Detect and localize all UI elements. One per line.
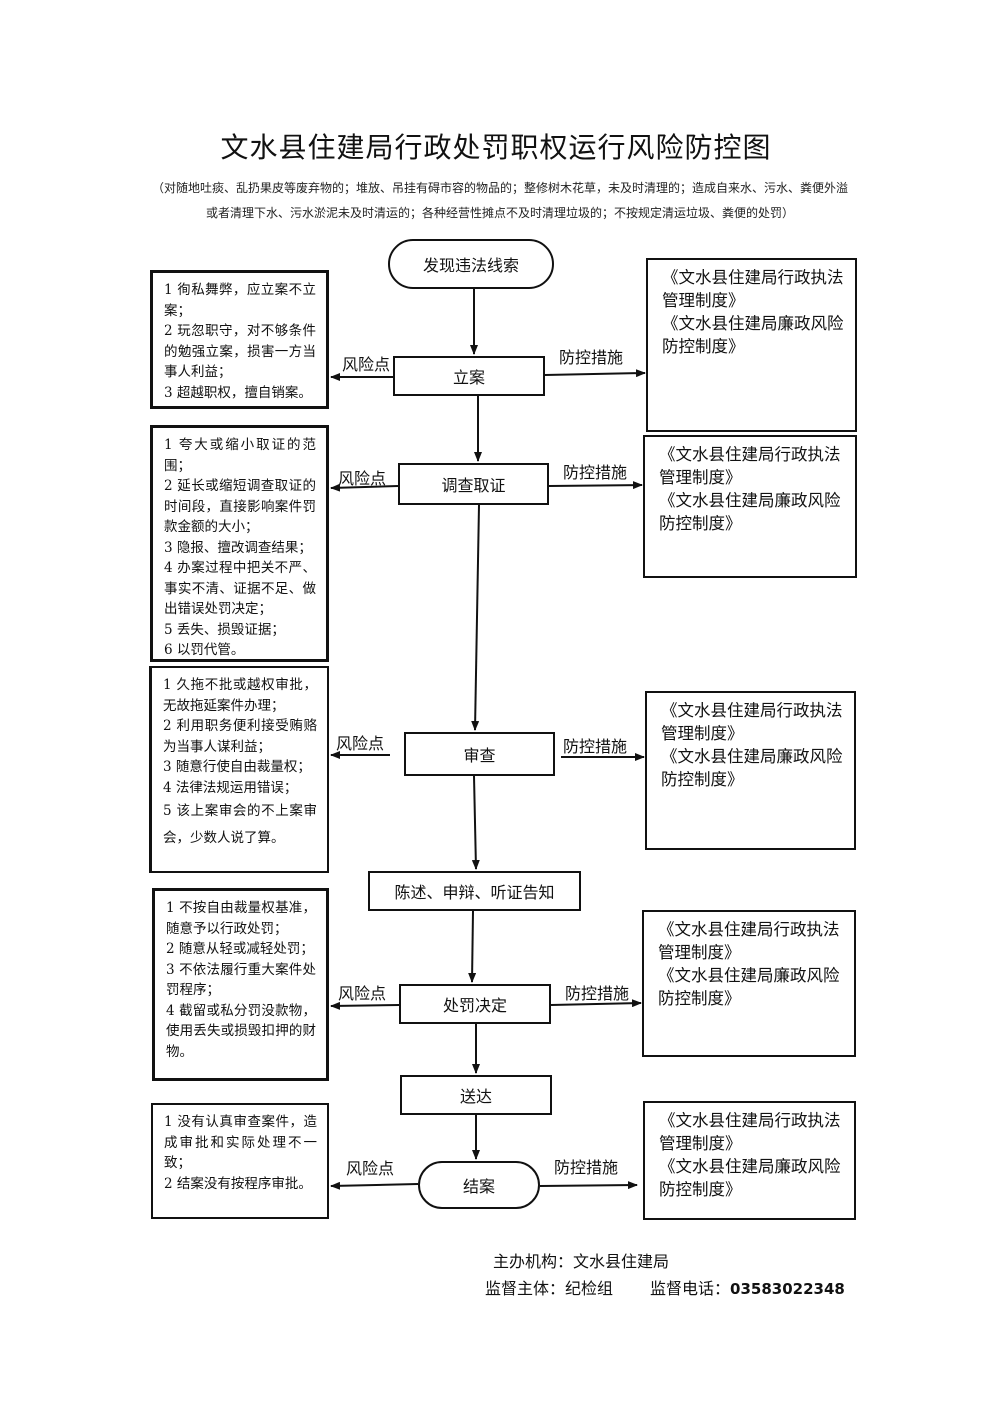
measure-box-chufa: 《文水县住建局行政执法管理制度》 《文水县住建局廉政风险防控制度》	[642, 910, 856, 1057]
flow-step-lian: 立案	[393, 356, 545, 396]
flow-end-node: 结案	[418, 1161, 540, 1209]
risk-label-diaocha: 风险点	[338, 469, 387, 488]
risk-box-shencha: 1 久拖不批或越权审批，无故拖延案件办理； 2 利用职务便利接受贿赂为当事人谋利…	[149, 666, 329, 873]
footer-phone-number: 03583022348	[730, 1280, 845, 1298]
measure-label-jiean: 防控措施	[554, 1158, 619, 1177]
footer-phone: 监督电话：03583022348	[650, 1275, 845, 1299]
risk-item: 1 夸大或缩小取证的范围；	[164, 437, 316, 474]
measure-line-2: 《文水县住建局廉政风险防控制度》	[658, 966, 840, 1008]
measure-line-2: 《文水县住建局廉政风险防控制度》	[659, 1157, 841, 1199]
risk-item: 2 随意从轻或减轻处罚；	[166, 941, 314, 957]
flow-step-chenshu: 陈述、申辩、听证告知	[368, 871, 581, 911]
risk-item: 3 超越职权，擅自销案。	[164, 384, 312, 401]
page-subtitle: （对随地吐痰、乱扔果皮等废弃物的；堆放、吊挂有碍市容的物品的；整修树木花草，未及…	[151, 181, 848, 220]
risk-label-shencha: 风险点	[336, 734, 385, 753]
measure-line-1: 《文水县住建局行政执法管理制度》	[659, 1111, 841, 1153]
measure-line-2: 《文水县住建局廉政风险防控制度》	[662, 314, 844, 356]
arrow-chenshu-to-chufa	[468, 910, 477, 983]
arrow-measure-jiean	[539, 1181, 638, 1190]
measure-line-1: 《文水县住建局行政执法管理制度》	[661, 701, 843, 743]
arrow-diaocha-to-shencha	[471, 504, 480, 731]
arrow-measure-chufa	[550, 999, 642, 1008]
risk-item: 6 以罚代管。	[164, 642, 245, 658]
measure-box-shencha: 《文水县住建局行政执法管理制度》 《文水县住建局廉政风险防控制度》	[645, 691, 856, 850]
measure-label-chufa: 防控措施	[565, 984, 630, 1003]
risk-box-lian: 1 徇私舞弊，应立案不立案； 2 玩忽职守，对不够条件的勉强立案，损害一方当事人…	[150, 270, 329, 409]
risk-item: 4 截留或私分罚没款物，使用丢失或损毁扣押的财物。	[166, 1002, 316, 1060]
measure-box-jiean: 《文水县住建局行政执法管理制度》 《文水县住建局廉政风险防控制度》	[643, 1101, 856, 1220]
measure-line-1: 《文水县住建局行政执法管理制度》	[662, 268, 844, 310]
risk-item: 1 不按自由裁量权基准，随意予以行政处罚；	[166, 900, 316, 937]
risk-item: 1 没有认真审查案件，造成审批和实际处理不一致；	[164, 1114, 317, 1171]
measure-label-lian: 防控措施	[559, 348, 624, 367]
measure-line-1: 《文水县住建局行政执法管理制度》	[659, 445, 841, 487]
risk-box-chufa: 1 不按自由裁量权基准，随意予以行政处罚； 2 随意从轻或减轻处罚； 3 不依法…	[152, 888, 329, 1081]
risk-item: 4 法律法规运用错误；	[163, 779, 298, 796]
flow-step-shencha: 审查	[404, 732, 555, 776]
arrow-risk-chufa	[330, 1001, 400, 1010]
risk-item: 2 结案没有按程序审批。	[164, 1175, 312, 1192]
page-title: 文水县住建局行政处罚职权运行风险防控图	[220, 131, 772, 164]
measure-line-2: 《文水县住建局廉政风险防控制度》	[659, 491, 841, 533]
risk-item: 2 利用职务便利接受贿赂为当事人谋利益；	[163, 718, 317, 755]
measure-line-2: 《文水县住建局廉政风险防控制度》	[661, 747, 843, 789]
risk-item: 5 丢失、损毁证据；	[164, 621, 285, 638]
risk-label-lian: 风险点	[342, 355, 391, 374]
risk-item: 2 玩忽职守，对不够条件的勉强立案，损害一方当事人利益；	[164, 323, 316, 380]
flow-start-node: 发现违法线索	[388, 239, 554, 289]
risk-item: 2 延长或缩短调查取证的时间段，直接影响案件罚款金额的大小；	[164, 478, 316, 535]
risk-item: 1 久拖不批或越权审批，无故拖延案件办理；	[163, 677, 317, 714]
footer-organizer: 主办机构：文水县住建局	[493, 1252, 670, 1271]
arrow-measure-lian	[544, 369, 646, 378]
measure-label-diaocha: 防控措施	[563, 463, 628, 482]
risk-item: 4 办案过程中把关不严、事实不清、证据不足、做出错误处罚决定；	[164, 560, 316, 617]
risk-item: 1 徇私舞弊，应立案不立案；	[164, 282, 316, 319]
arrow-shencha-to-chenshu	[471, 775, 480, 870]
risk-box-diaocha: 1 夸大或缩小取证的范围； 2 延长或缩短调查取证的时间段，直接影响案件罚款金额…	[150, 425, 329, 662]
risk-item: 5 该上案审会的不上案审会，少数人说了算。	[163, 803, 317, 846]
risk-item: 3 随意行使自由裁量权；	[163, 759, 311, 775]
arrow-risk-diaocha	[330, 483, 399, 492]
measure-box-lian: 《文水县住建局行政执法管理制度》 《文水县住建局廉政风险防控制度》	[646, 258, 857, 432]
flow-step-diaocha: 调查取证	[398, 463, 549, 505]
risk-label-chufa: 风险点	[338, 984, 387, 1003]
arrow-measure-diaocha	[548, 481, 643, 490]
measure-box-diaocha: 《文水县住建局行政执法管理制度》 《文水县住建局廉政风险防控制度》	[643, 435, 857, 578]
arrow-risk-jiean	[330, 1181, 419, 1190]
risk-item: 3 隐报、擅改调查结果；	[164, 539, 312, 556]
measure-line-1: 《文水县住建局行政执法管理制度》	[658, 920, 840, 962]
risk-label-jiean: 风险点	[346, 1159, 395, 1178]
measure-label-shencha: 防控措施	[563, 737, 628, 756]
risk-item: 3 不依法履行重大案件处罚程序；	[166, 961, 316, 999]
footer-phone-label: 监督电话：	[650, 1279, 731, 1298]
flow-step-chufa: 处罚决定	[399, 984, 551, 1024]
flow-step-songda: 送达	[400, 1075, 552, 1115]
risk-box-jiean: 1 没有认真审查案件，造成审批和实际处理不一致； 2 结案没有按程序审批。	[151, 1103, 329, 1219]
footer-supervisor: 监督主体：纪检组	[485, 1279, 614, 1298]
